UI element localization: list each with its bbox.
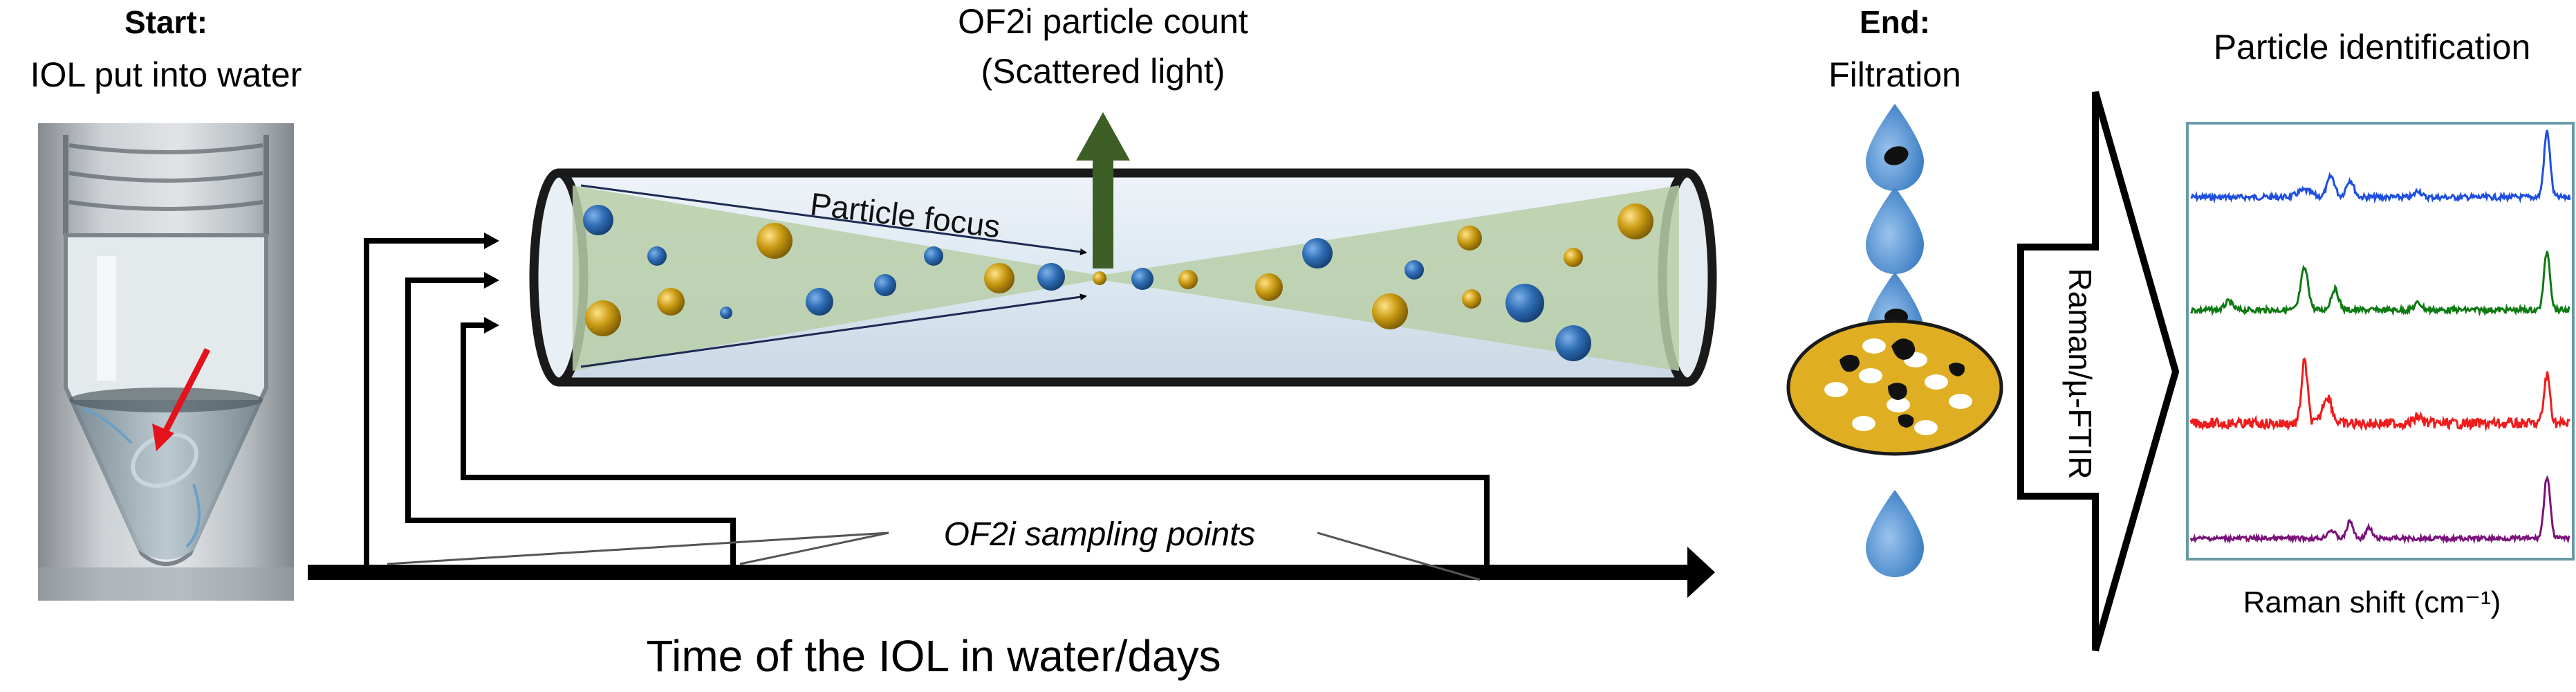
gold-particle bbox=[984, 263, 1014, 293]
timeline-label: Time of the IOL in water/days bbox=[646, 631, 1221, 681]
analysis-method: Raman/µ-FTIR bbox=[2062, 268, 2098, 479]
blue-particle bbox=[874, 274, 896, 296]
gold-particle bbox=[1093, 271, 1106, 285]
gold-particle bbox=[1564, 248, 1583, 267]
filter-icon bbox=[1786, 319, 2003, 456]
flow-cell-icon bbox=[529, 168, 1717, 387]
blue-particle bbox=[1131, 268, 1153, 290]
detector-title-2: (Scattered light) bbox=[981, 52, 1225, 91]
gold-particle bbox=[757, 223, 793, 259]
blue-particle bbox=[583, 205, 613, 235]
start-text: IOL put into water bbox=[30, 55, 302, 94]
blue-particle bbox=[1405, 260, 1424, 280]
gold-particle bbox=[1372, 293, 1408, 329]
blue-particle bbox=[806, 288, 833, 316]
spectra-frame bbox=[2186, 122, 2575, 561]
arrow-up-icon bbox=[1076, 112, 1130, 268]
spectrum-trace-3 bbox=[2189, 357, 2570, 432]
particles bbox=[583, 203, 1653, 361]
blue-particle bbox=[924, 246, 943, 266]
sampling-path-2 bbox=[405, 272, 736, 570]
blue-particle bbox=[647, 246, 667, 266]
gold-particle bbox=[1457, 226, 1482, 251]
gold-particle bbox=[1178, 270, 1198, 289]
sampling-path-3 bbox=[461, 317, 1490, 570]
spectrum-trace-4 bbox=[2189, 475, 2570, 545]
spectrum-trace-1 bbox=[2190, 129, 2571, 204]
analysis-title: Particle identification bbox=[2214, 28, 2531, 66]
analysis-xlabel: Raman shift (cm⁻¹) bbox=[2243, 585, 2501, 619]
blue-particle bbox=[1555, 325, 1591, 361]
blue-particle bbox=[1505, 284, 1544, 322]
blue-particle bbox=[720, 307, 732, 319]
big-arrow-icon bbox=[2017, 91, 2180, 652]
blue-particle bbox=[1037, 263, 1065, 291]
blue-particle bbox=[1302, 238, 1333, 268]
gold-particle bbox=[1618, 203, 1653, 239]
gold-particle bbox=[657, 288, 685, 316]
start-heading: Start: bbox=[124, 4, 207, 40]
droplet-icon bbox=[1866, 187, 1924, 274]
sampling-callouts bbox=[387, 531, 1481, 581]
spectra-group bbox=[2189, 129, 2571, 545]
sampling-label: OF2i sampling points bbox=[944, 516, 1256, 553]
timeline-arrow bbox=[308, 547, 1715, 598]
end-text: Filtration bbox=[1828, 55, 1961, 94]
droplet-icon bbox=[1866, 104, 1924, 191]
gold-particle bbox=[1255, 273, 1283, 301]
vial-photo bbox=[38, 123, 294, 601]
detector-title-1: OF2i particle count bbox=[958, 2, 1248, 41]
spectrum-trace-2 bbox=[2190, 251, 2571, 317]
end-heading: End: bbox=[1860, 4, 1930, 40]
gold-particle bbox=[1462, 289, 1481, 309]
sampling-path-1 bbox=[364, 233, 499, 570]
droplet-icon bbox=[1866, 490, 1924, 577]
red-arrow-icon bbox=[152, 347, 211, 451]
gold-particle bbox=[585, 300, 621, 336]
